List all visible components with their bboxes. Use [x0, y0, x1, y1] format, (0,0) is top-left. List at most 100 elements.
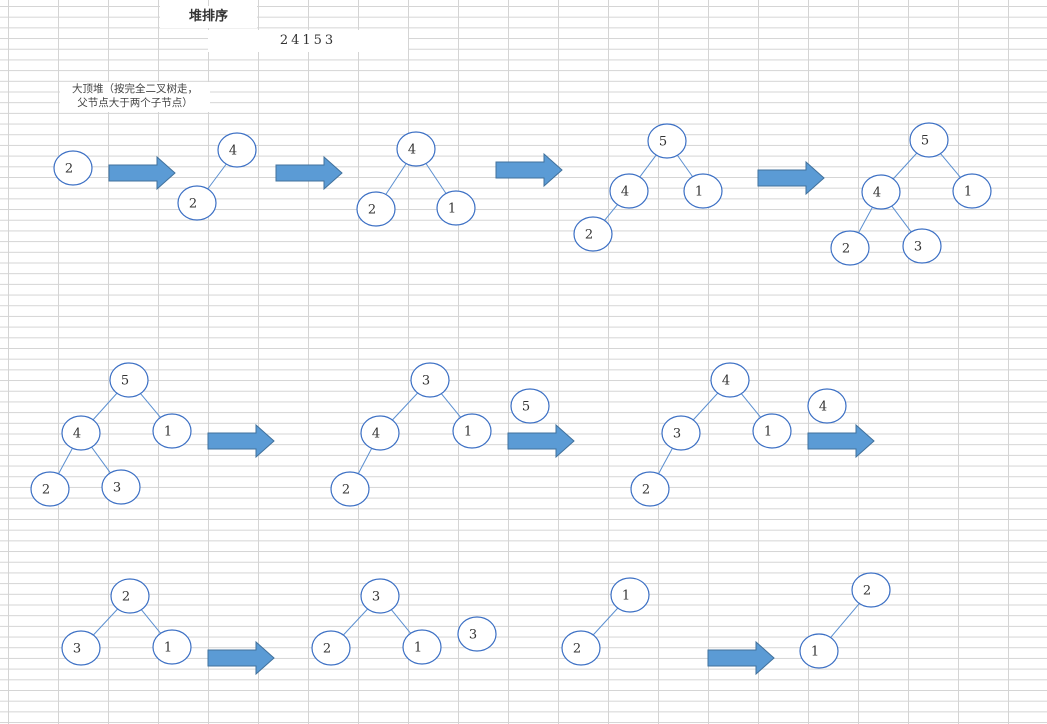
node-value: 1	[622, 589, 630, 604]
node-value: 5	[921, 134, 929, 149]
node-value: 2	[368, 203, 376, 218]
node-circle	[396, 131, 436, 167]
tree-node: 5	[109, 362, 149, 398]
tree-edge	[441, 393, 461, 418]
node-circle	[861, 174, 901, 210]
tree-node: 4	[807, 388, 847, 424]
node-value: 1	[464, 425, 472, 440]
node-circle	[53, 150, 93, 186]
node-circle	[110, 578, 150, 614]
node-value: 3	[914, 240, 922, 255]
input-sequence: 24153	[208, 30, 408, 52]
node-circle	[909, 122, 949, 158]
node-value: 2	[122, 590, 130, 605]
node-circle	[661, 415, 701, 451]
tree-edge	[425, 163, 447, 194]
tree-node: 2	[851, 572, 891, 608]
tree-node: 1	[436, 190, 476, 226]
tree-edge	[141, 609, 161, 634]
node-value: 1	[764, 425, 772, 440]
node-value: 1	[964, 185, 972, 200]
node-value: 1	[164, 641, 172, 656]
tree-edge	[858, 207, 873, 233]
node-circle	[311, 630, 351, 666]
node-value: 2	[573, 642, 581, 657]
tree-edge	[392, 392, 418, 421]
node-value: 1	[414, 641, 422, 656]
node-circle	[752, 413, 792, 449]
step-7-removed: 5	[510, 388, 550, 424]
arrow-9	[707, 640, 775, 676]
tree-node: 1	[402, 629, 442, 665]
node-value: 1	[695, 185, 703, 200]
step-9-tree: 2 3 1	[61, 578, 192, 666]
arrow-6	[507, 423, 575, 459]
node-circle	[30, 471, 70, 507]
arrow-7	[807, 423, 875, 459]
node-circle	[851, 572, 891, 608]
node-circle	[356, 191, 396, 227]
max-heap-note: 大顶堆（按完全二叉树走， 父节点大于两个子节点）	[60, 82, 210, 112]
tree-node: 3	[61, 630, 101, 666]
node-circle	[647, 123, 687, 159]
step-11-tree: 12	[561, 577, 650, 666]
node-value: 2	[642, 483, 650, 498]
tree-edge	[692, 392, 719, 421]
tree-node: 4	[396, 131, 436, 167]
node-circle	[452, 413, 492, 449]
tree-node: 1	[610, 577, 650, 613]
tree-node: 4	[360, 415, 400, 451]
tree-node: 1	[952, 173, 992, 209]
tree-node: 2	[630, 471, 670, 507]
node-value: 4	[621, 185, 629, 200]
tree-edge	[385, 163, 407, 195]
tree-node: 2	[830, 230, 870, 266]
tree-node: 3	[360, 578, 400, 614]
tree-node: 4	[609, 173, 649, 209]
tree-node: 5	[909, 122, 949, 158]
node-circle	[799, 633, 839, 669]
node-circle	[330, 471, 370, 507]
node-circle	[177, 185, 217, 221]
tree-node: 2	[311, 630, 351, 666]
node-value: 2	[842, 242, 850, 257]
tree-node: 1	[152, 629, 192, 665]
tree-node: 1	[683, 173, 723, 209]
node-circle	[610, 577, 650, 613]
node-circle	[152, 629, 192, 665]
node-value: 2	[585, 228, 593, 243]
step-2-tree: 42	[177, 132, 257, 221]
node-value: 5	[121, 374, 129, 389]
tree-edge	[92, 392, 118, 421]
node-circle	[683, 173, 723, 209]
node-value: 4	[722, 374, 730, 389]
node-value: 4	[73, 427, 81, 442]
tree-edge	[91, 447, 111, 473]
step-4-tree: 5 4 1 2	[573, 123, 723, 252]
tree-node: 4	[61, 415, 101, 451]
node-value: 3	[673, 427, 681, 442]
node-circle	[573, 216, 613, 252]
tree-node: 5	[647, 123, 687, 159]
step-8-tree: 4 3 1 2	[630, 362, 792, 507]
node-value: 2	[342, 483, 350, 498]
node-value: 3	[372, 590, 380, 605]
tree-edge	[677, 155, 693, 177]
step-3-tree: 4 2 1	[356, 131, 476, 227]
tree-edge	[892, 152, 918, 180]
node-value: 2	[323, 642, 331, 657]
tree-edge	[58, 448, 73, 474]
tree-node: 1	[452, 413, 492, 449]
tree-edge	[391, 609, 411, 634]
tree-node: 3	[101, 469, 141, 505]
node-value: 4	[819, 400, 827, 415]
node-circle	[952, 173, 992, 209]
tree-edge	[207, 163, 227, 190]
tree-edge	[604, 204, 618, 221]
tree-node: 1	[752, 413, 792, 449]
tree-edge	[93, 608, 118, 636]
tree-node: 1	[799, 633, 839, 669]
arrow-2	[275, 155, 343, 191]
step-8-removed: 4	[807, 388, 847, 424]
